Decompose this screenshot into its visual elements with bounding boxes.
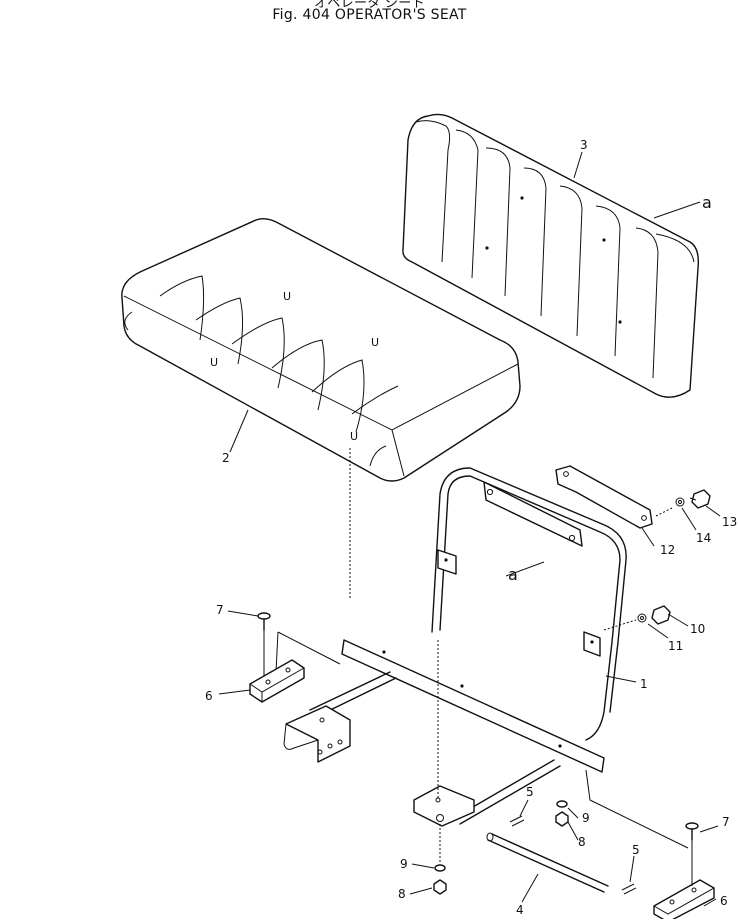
- callout-14: 14: [696, 531, 711, 545]
- callout-6-right: 6: [720, 894, 728, 908]
- callout-3: 3: [580, 138, 588, 152]
- callout-1: 1: [640, 677, 648, 691]
- callout-6-left: 6: [205, 689, 213, 703]
- cotter-pins: [509, 815, 637, 895]
- callout-5-right: 5: [632, 843, 640, 857]
- front-hinge-bracket: [413, 640, 475, 827]
- adjust-plate: [555, 465, 673, 529]
- backrest-cushion: [402, 113, 700, 398]
- bolt-washer-side: [603, 605, 671, 631]
- callout-9-mid: 9: [582, 811, 590, 825]
- callout-9-front: 9: [400, 857, 408, 871]
- hinge-pin: [486, 832, 609, 893]
- callout-a-lower: a: [508, 565, 518, 584]
- seat-cushion: U U U U: [121, 217, 521, 600]
- callout-11: 11: [668, 639, 683, 653]
- nut-washer-front: [433, 824, 447, 895]
- svg-text:U: U: [371, 336, 379, 349]
- screw-left: [257, 612, 271, 631]
- svg-text:U: U: [210, 356, 218, 369]
- callout-4: 4: [516, 903, 524, 917]
- svg-text:U: U: [283, 290, 291, 303]
- callout-5-left: 5: [526, 785, 534, 799]
- callout-8-front: 8: [398, 887, 406, 901]
- callout-7-right: 7: [722, 815, 730, 829]
- mount-block-right: [653, 836, 715, 923]
- callout-10: 10: [690, 622, 705, 636]
- callout-12: 12: [660, 543, 675, 557]
- callout-a-upper: a: [702, 193, 712, 212]
- screw-right: [685, 822, 699, 841]
- callout-7-left: 7: [216, 603, 224, 617]
- callout-8-mid: 8: [578, 835, 586, 849]
- rear-mount-bracket: [283, 705, 351, 763]
- figure-title-japanese: オペレータ シート: [314, 0, 425, 11]
- nut-washer-mid: [555, 800, 569, 827]
- leader-lines: [218, 151, 721, 907]
- callout-13: 13: [722, 515, 737, 529]
- seat-frame: [275, 467, 689, 849]
- callout-2: 2: [222, 451, 230, 465]
- figure-title: Fig. 404 OPERATOR'S SEAT: [272, 7, 467, 23]
- bolt-washer-upper: [675, 489, 711, 509]
- mount-block-left: [249, 626, 305, 703]
- svg-text:U: U: [350, 430, 358, 443]
